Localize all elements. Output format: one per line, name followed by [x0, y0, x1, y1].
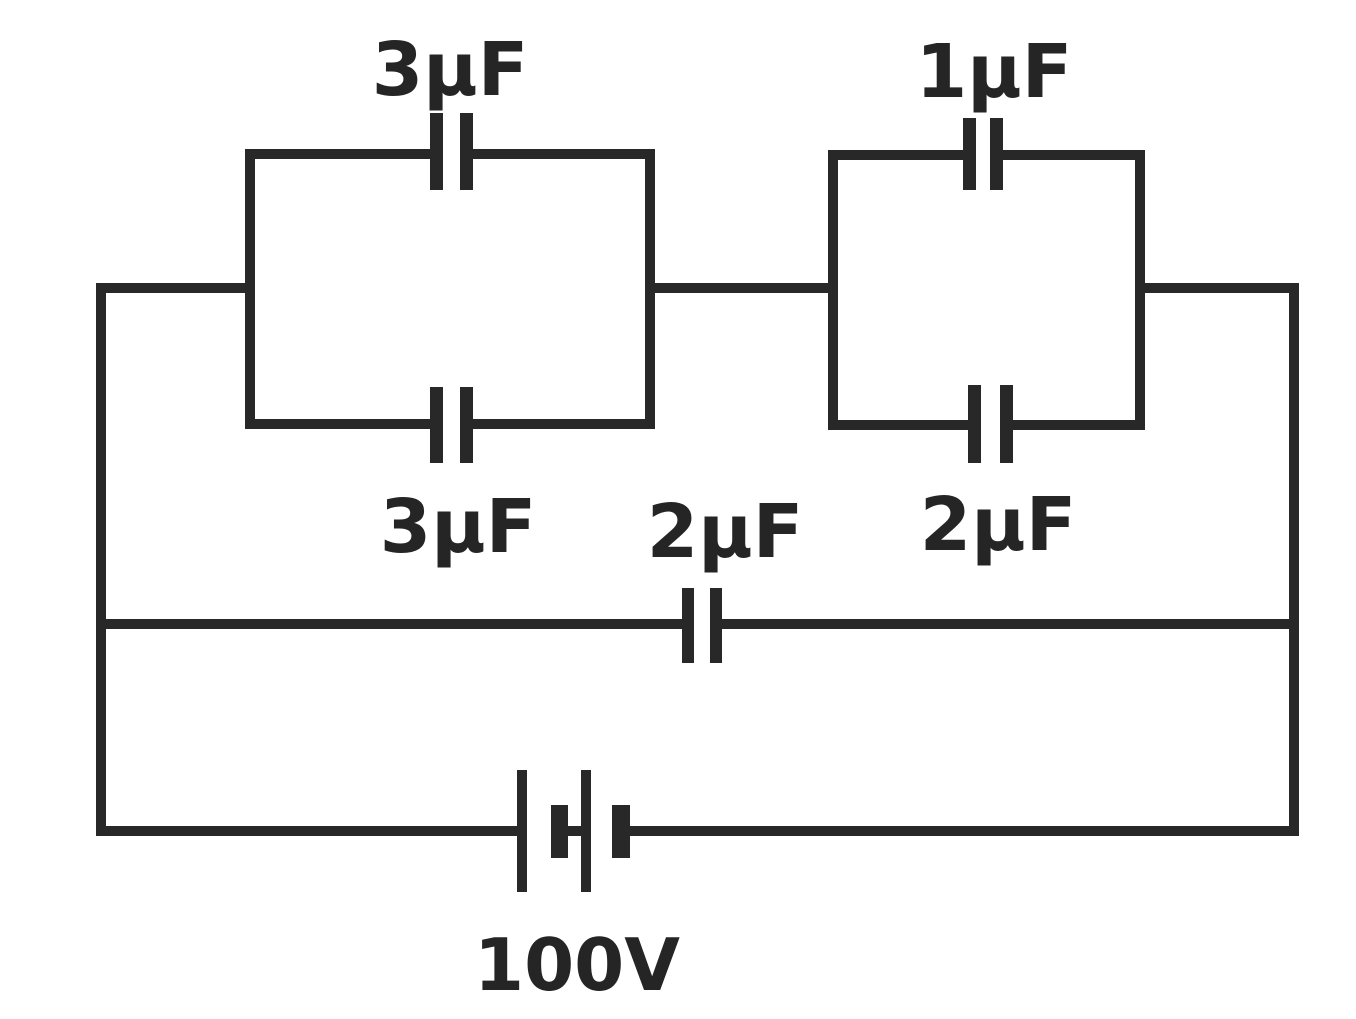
right-parallel-loop	[828, 118, 1145, 463]
capacitor-C5-right-plate	[710, 588, 722, 663]
capacitor-C2-left-plate	[430, 387, 443, 463]
battery	[517, 770, 630, 892]
capacitor-C2	[430, 387, 473, 463]
capacitor-C1-right-plate	[460, 113, 473, 190]
capacitor-C4	[968, 385, 1013, 463]
capacitor-C5-label: 2μF	[647, 489, 804, 575]
capacitor-C2-right-plate	[460, 387, 473, 463]
capacitor-C1-left-plate	[430, 113, 443, 190]
capacitor-C4-left-plate	[968, 385, 981, 463]
left-parallel-loop	[245, 113, 655, 463]
capacitor-C3-right-plate	[990, 118, 1003, 190]
capacitor-C3	[963, 118, 1003, 190]
capacitor-C4-right-plate	[1000, 385, 1013, 463]
capacitor-C1-label: 3μF	[372, 27, 529, 113]
capacitor-C3-left-plate	[963, 118, 976, 190]
battery-long-plate-2	[581, 770, 591, 892]
capacitor-C1	[430, 113, 473, 190]
capacitor-C2-label: 3μF	[380, 484, 537, 570]
capacitor-C4-label: 2μF	[920, 482, 1077, 568]
battery-short-plate-2	[612, 805, 630, 858]
capacitor-C3-label: 1μF	[916, 29, 1073, 115]
battery-label: 100V	[474, 923, 680, 1007]
capacitor-C5	[682, 588, 722, 663]
capacitor-C5-left-plate	[682, 588, 694, 663]
battery-long-plate-1	[517, 770, 527, 892]
battery-short-plate-1	[551, 805, 568, 858]
